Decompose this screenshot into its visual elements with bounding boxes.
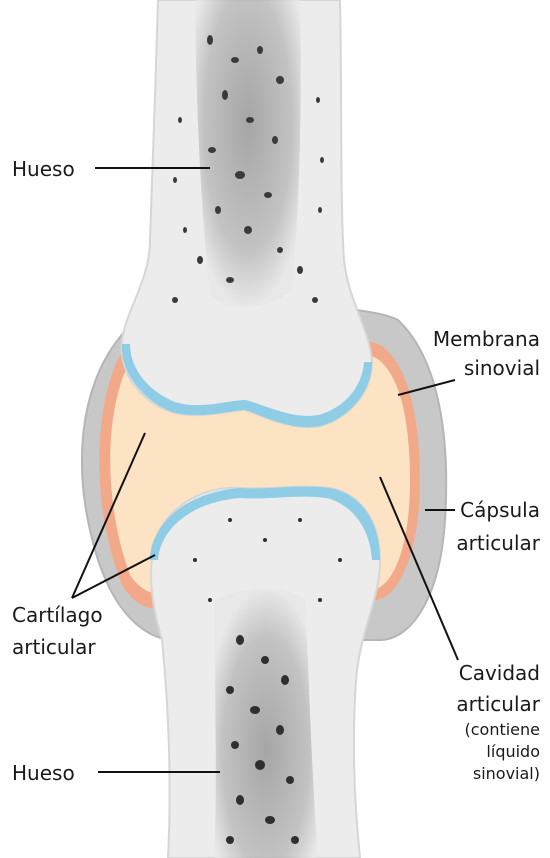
upper-bone-marrow: [195, 0, 301, 307]
label-cavidad-note2: líquido: [486, 742, 540, 761]
label-hueso-top: Hueso: [12, 157, 75, 181]
label-membrana-line1: Membrana: [433, 327, 540, 351]
label-hueso-bottom: Hueso: [12, 761, 75, 785]
label-cavidad-note1: (contiene: [464, 720, 540, 739]
label-membrana-line2: sinovial: [464, 356, 540, 380]
label-capsula-line2: articular: [456, 531, 540, 555]
label-capsula-line1: Cápsula: [460, 498, 540, 522]
label-cavidad-line2: articular: [456, 692, 540, 716]
label-cartilago-line1: Cartílago: [12, 603, 103, 627]
label-cavidad-note3: sinovial): [473, 764, 540, 783]
label-cavidad-line1: Cavidad: [459, 661, 540, 685]
label-cartilago-line2: articular: [12, 635, 96, 659]
